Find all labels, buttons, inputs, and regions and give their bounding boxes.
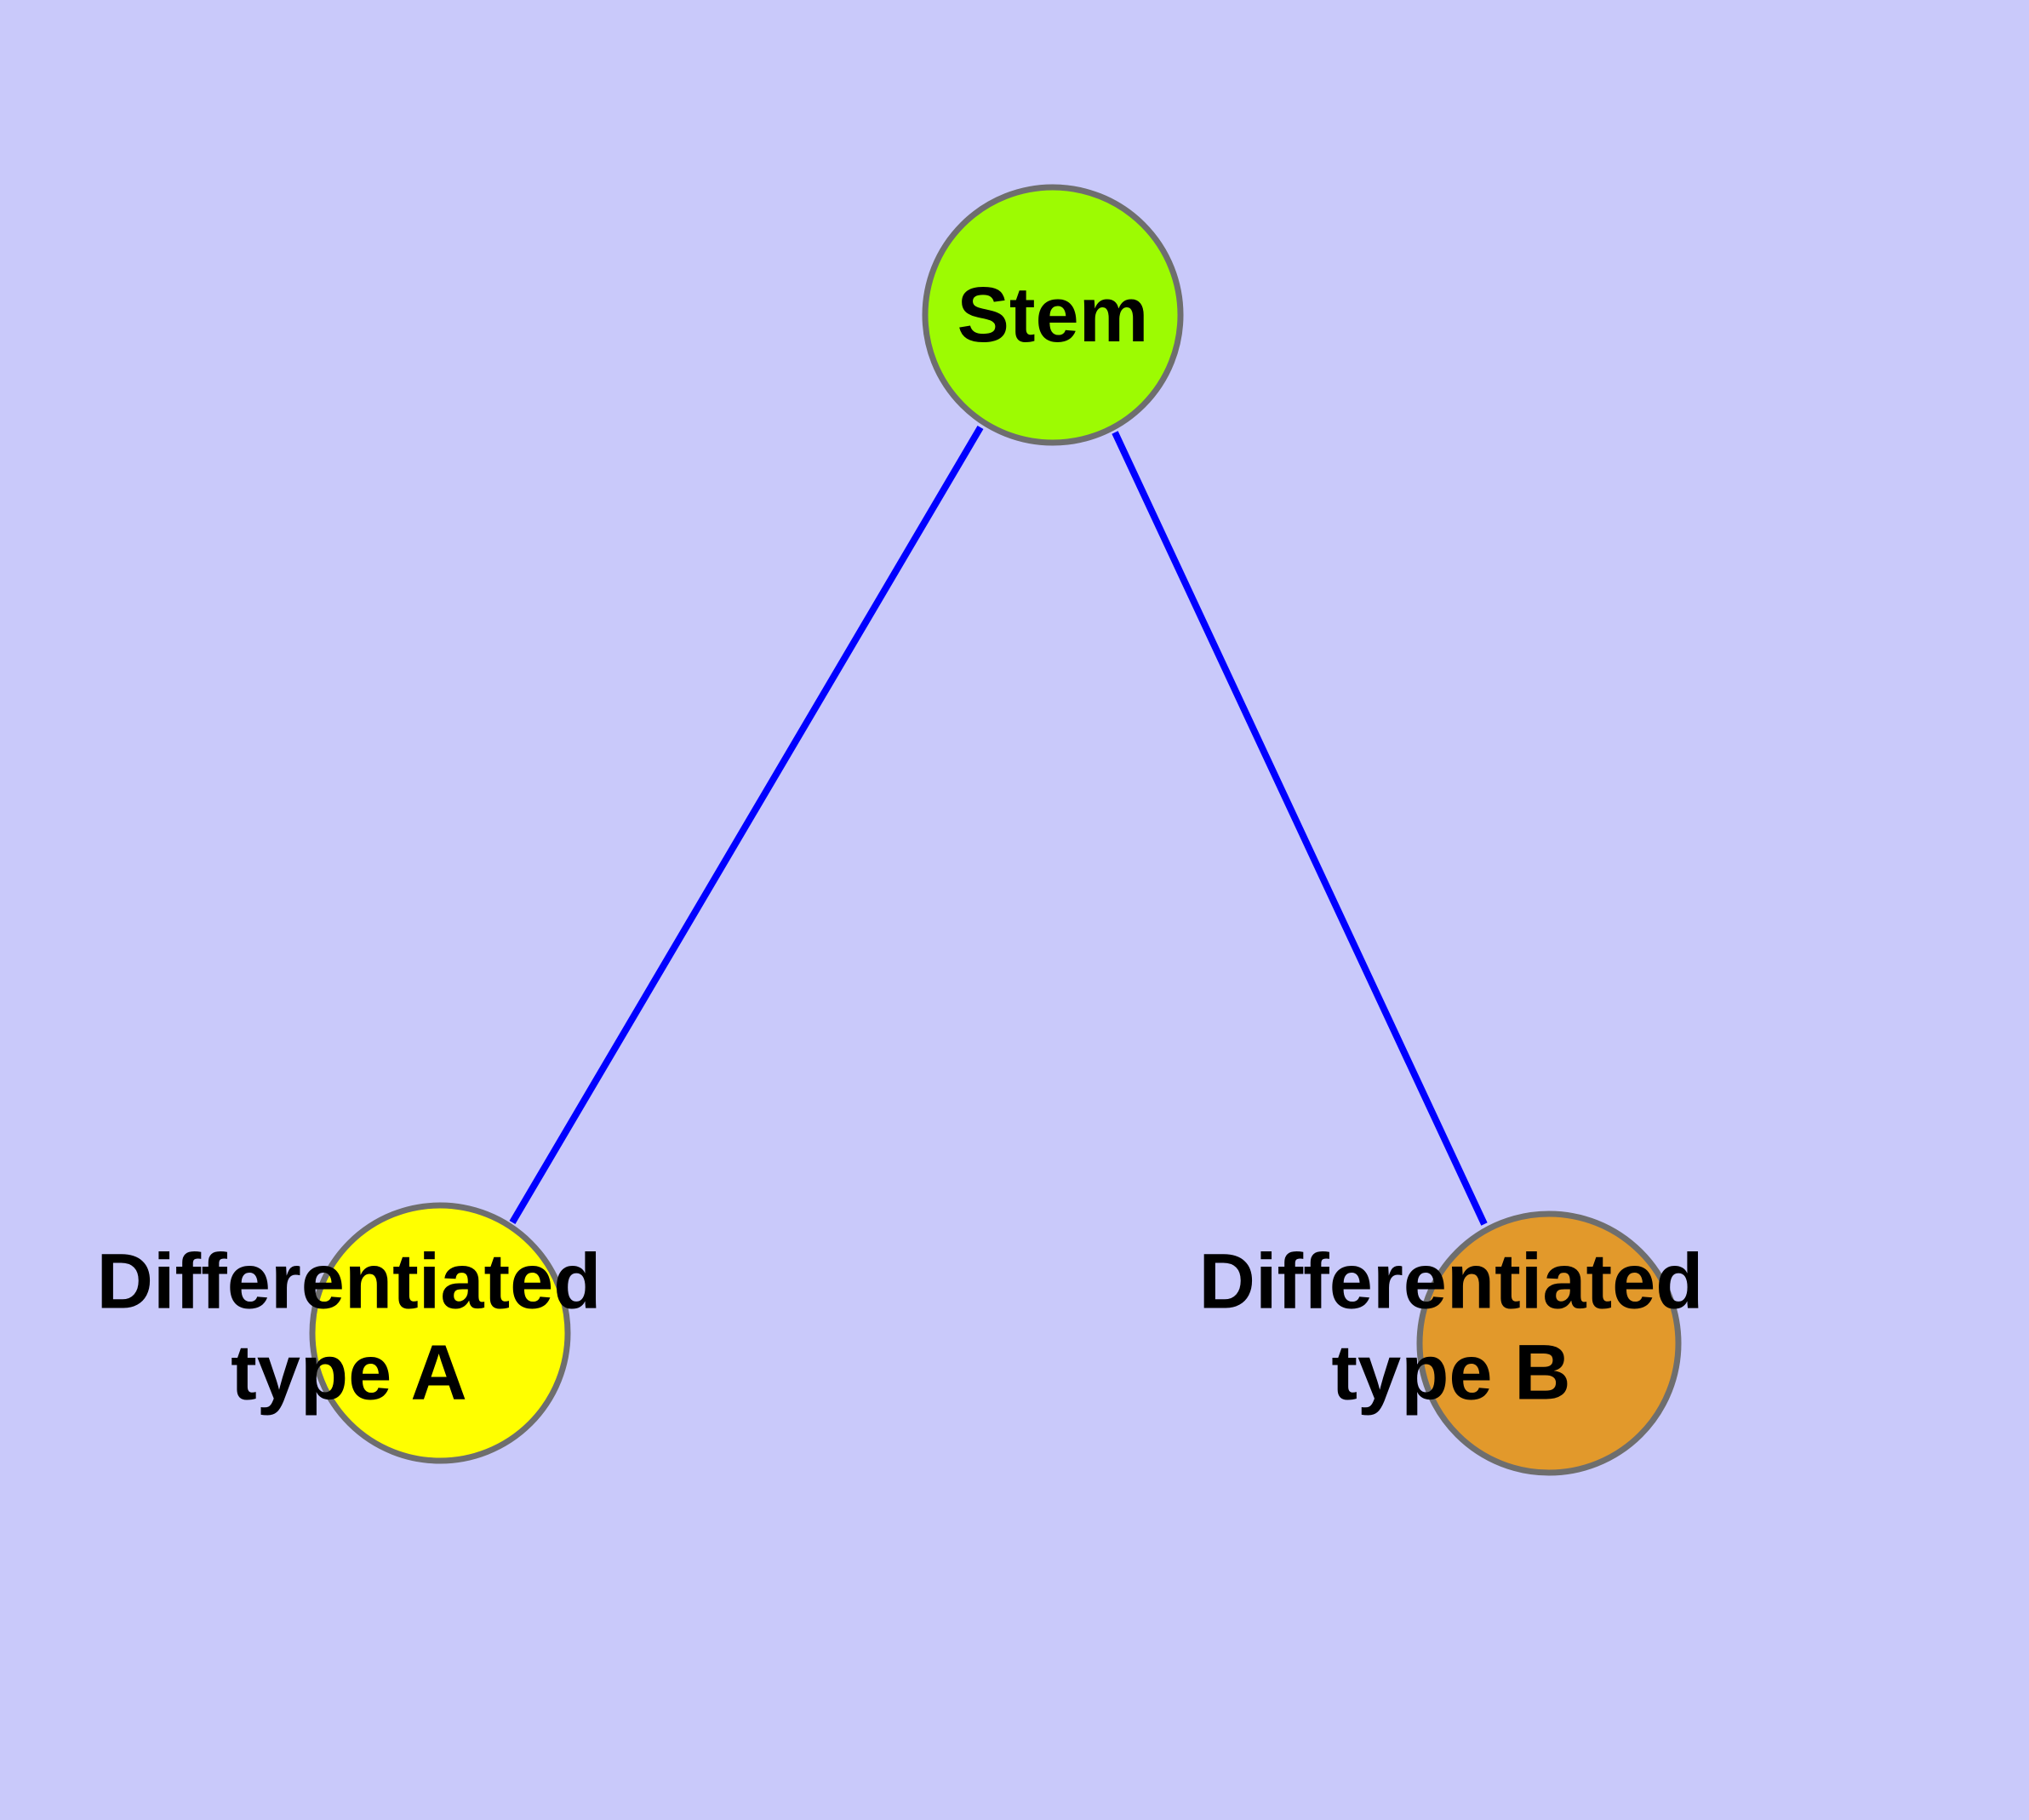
edge-stem-to-diff-a[interactable]	[509, 425, 984, 1225]
node-stem-label: Stem	[957, 272, 1149, 358]
edge-stem-to-diff-b[interactable]	[1112, 431, 1488, 1226]
node-stem-circle[interactable]	[922, 184, 1184, 446]
node-diff-b-circle[interactable]	[1416, 1210, 1682, 1476]
label-line: type A	[231, 1330, 467, 1417]
node-layer	[309, 184, 1682, 1476]
edge-layer	[509, 425, 1488, 1226]
node-diff-a[interactable]	[309, 1202, 571, 1464]
label-line: Differentiated	[97, 1239, 602, 1325]
node-diff-b[interactable]	[1416, 1210, 1682, 1476]
label-line: Differentiated	[1199, 1239, 1704, 1325]
node-diff-a-circle[interactable]	[309, 1202, 571, 1464]
label-line: type B	[1331, 1330, 1570, 1417]
node-stem[interactable]	[922, 184, 1184, 446]
label-line: Stem	[957, 272, 1149, 358]
